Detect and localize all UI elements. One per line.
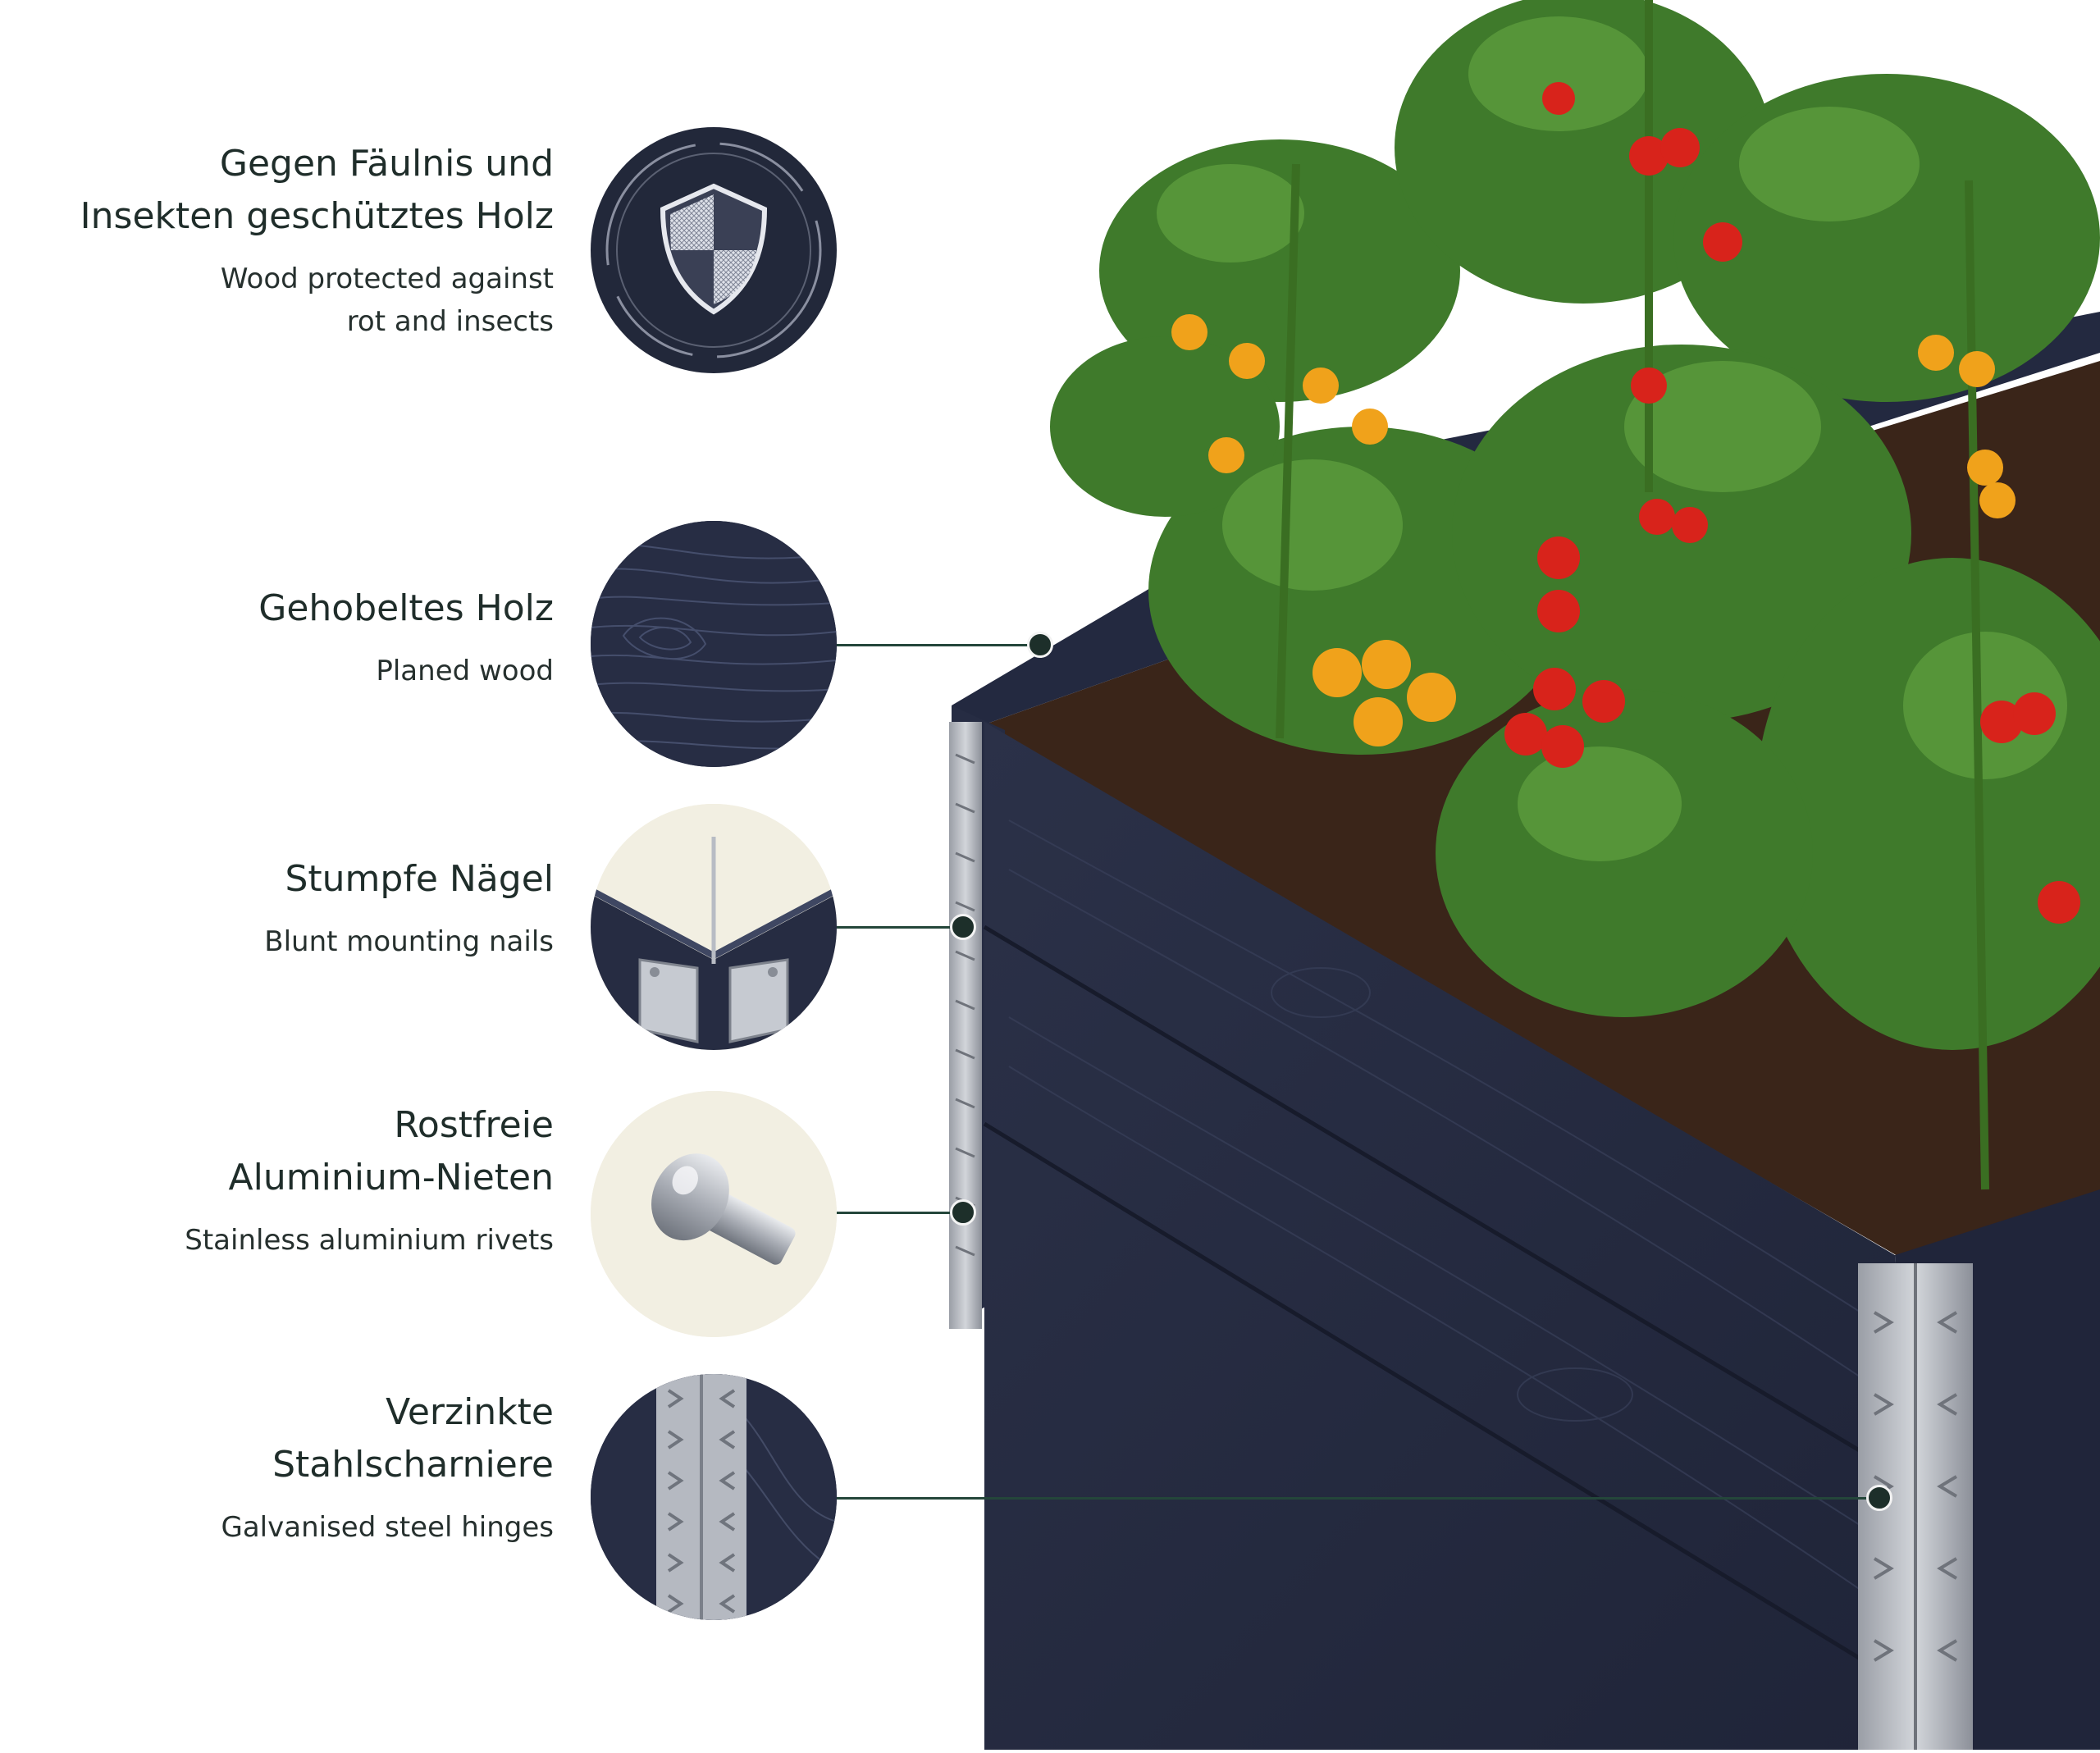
yellow-tomatoes	[1171, 314, 2016, 746]
feature-blunt-nails: Stumpfe Nägel Blunt mounting nails	[264, 853, 554, 963]
connector-dot	[950, 914, 976, 940]
left-hinge	[949, 722, 982, 1329]
rivet-icon	[591, 1091, 837, 1337]
connector-line	[837, 926, 960, 929]
feature-title: Insekten geschütztes Holz	[80, 195, 554, 237]
connector-line	[837, 1497, 1879, 1500]
feature-subtitle: Galvanised steel hinges	[221, 1511, 555, 1544]
feature-title: Gegen Fäulnis und	[219, 143, 554, 185]
connector-dot	[1027, 632, 1053, 658]
feature-subtitle: Blunt mounting nails	[264, 925, 554, 958]
feature-subtitle: Stainless aluminium rivets	[185, 1224, 554, 1257]
feature-title: Rostfreie	[394, 1104, 554, 1146]
feature-title: Stumpfe Nägel	[285, 858, 554, 900]
feature-subtitle: rot and insects	[346, 305, 554, 338]
feature-title: Verzinkte	[386, 1391, 554, 1433]
feature-aluminium-rivets: Rostfreie Aluminium-Nieten Stainless alu…	[185, 1099, 554, 1262]
connector-line	[837, 644, 1042, 646]
feature-title: Aluminium-Nieten	[228, 1157, 554, 1198]
feature-subtitle: Planed wood	[376, 655, 554, 687]
hinge-icon	[591, 1374, 837, 1620]
raised-bed-image	[902, 0, 2100, 1750]
red-tomatoes	[1504, 82, 2080, 924]
connector-dot	[1866, 1485, 1892, 1511]
feature-steel-hinges: Verzinkte Stahlscharniere Galvanised ste…	[221, 1386, 555, 1549]
feature-title: Stahlscharniere	[272, 1444, 554, 1486]
connector-line	[837, 1212, 960, 1214]
feature-title: Gehobeltes Holz	[258, 587, 554, 629]
connector-dot	[950, 1199, 976, 1226]
nail-icon	[591, 804, 837, 1050]
planed-wood-texture	[591, 521, 837, 767]
feature-rot-protection: Gegen Fäulnis und Insekten geschütztes H…	[80, 138, 554, 343]
feature-subtitle: Wood protected against	[220, 262, 554, 295]
front-wall	[984, 722, 1920, 1750]
shield-icon	[591, 127, 837, 373]
feature-planed-wood: Gehobeltes Holz Planed wood	[258, 582, 554, 692]
